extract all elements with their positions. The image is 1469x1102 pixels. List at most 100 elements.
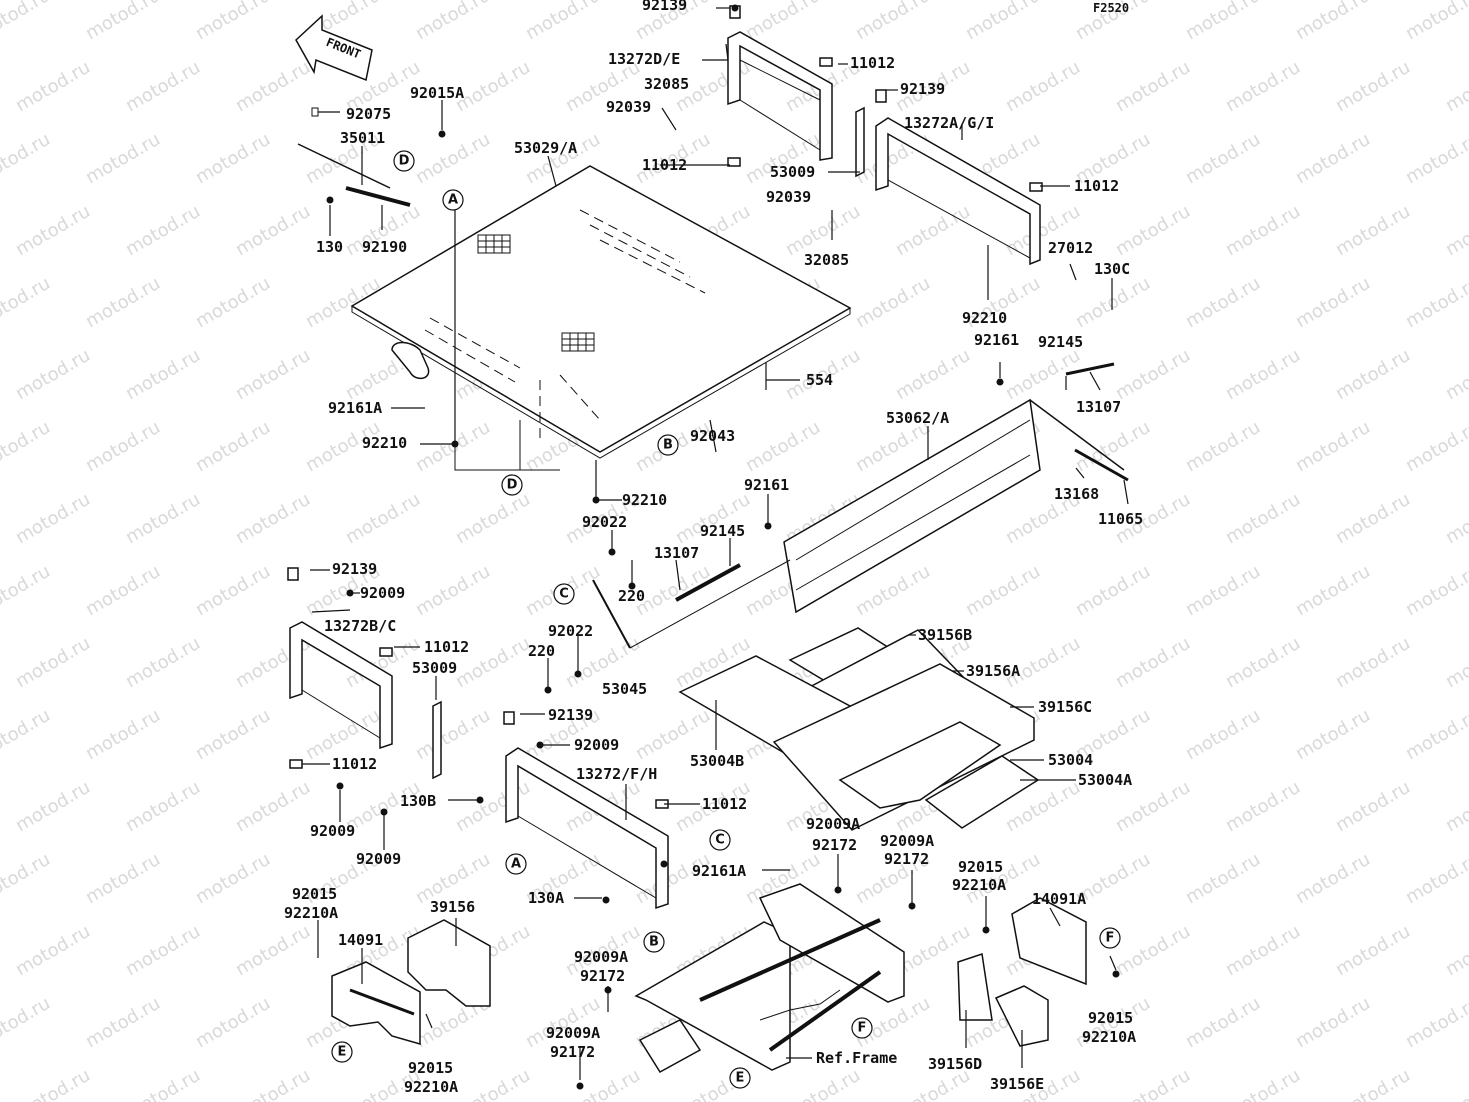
watermark-text: motod.ru [82,129,164,188]
watermark-text: motod.ru [0,273,54,332]
fastener-dot [982,926,990,934]
part-label-p130: 130 [316,238,343,256]
part-label-p39156b: 39156B [918,626,972,644]
ref-marker-letter: F [1106,931,1115,946]
part-label-p92022a: 92022 [582,513,627,531]
watermark-text: motod.ru [122,921,204,980]
part-label-p13107b: 13107 [654,544,699,562]
watermark-text: motod.ru [1402,993,1469,1052]
fastener-dot [731,4,739,12]
part-label-p92015a: 92015A [410,84,464,102]
watermark-text: motod.ru [82,273,164,332]
watermark-text: motod.ru [1332,777,1414,836]
watermark-text: motod.ru [1292,849,1374,908]
fastener-dot [380,808,388,816]
part-label-p92210ad: 92210A [1082,1028,1136,1046]
side-panel-right [855,89,1043,266]
watermark-text: motod.ru [1222,57,1304,116]
part-label-p220a: 220 [618,587,645,605]
watermark-text: motod.ru [0,417,54,476]
part-label-p92172a: 92172 [812,836,857,854]
watermark-text: motod.ru [232,57,314,116]
fastener-dot [608,548,616,556]
watermark-text: motod.ru [892,345,974,404]
watermark-text: motod.ru [1182,705,1264,764]
watermark-text: motod.ru [1112,201,1194,260]
part-label-p39156e: 39156E [990,1075,1044,1093]
fastener-dot [336,782,344,790]
ref-marker-c-icon: C [553,583,575,605]
part-label-p92145b: 92145 [700,522,745,540]
watermark-text: motod.ru [1072,417,1154,476]
part-label-p92043: 92043 [690,427,735,445]
watermark-text: motod.ru [1332,345,1414,404]
part-label-p92172b: 92172 [884,850,929,868]
watermark-text: motod.ru [1332,633,1414,692]
side-panel-left-front [287,567,442,780]
ref-marker-letter: D [399,154,410,169]
watermark-text: motod.ru [1442,345,1469,404]
ref-marker-circle [553,583,575,605]
watermark-text: motod.ru [192,129,274,188]
part-label-p53004: 53004 [1048,751,1093,769]
ref-marker-letter: E [736,1071,745,1086]
watermark-text: motod.ru [82,993,164,1052]
watermark-text: motod.ru [82,849,164,908]
ref-marker-circle [1099,927,1121,949]
part-label-p39156d: 39156D [928,1055,982,1073]
ref-marker-circle [393,150,415,172]
part-label-p130b: 130B [400,792,436,810]
ref-marker-letter: A [448,193,458,208]
watermark-text: motod.ru [12,921,94,980]
fastener-dot [592,496,600,504]
part-label-p92015e: 92015 [1088,1009,1133,1027]
watermark-text: motod.ru [12,345,94,404]
ref-marker-b-icon: B [657,434,679,456]
watermark-text: motod.ru [0,129,54,188]
ref-marker-letter: C [559,587,569,602]
watermark-text: motod.ru [1402,273,1469,332]
watermark-text: motod.ru [192,849,274,908]
part-label-p11012a: 11012 [850,54,895,72]
watermark-text: motod.ru [192,705,274,764]
watermark-text: motod.ru [1442,57,1469,116]
cargo-bed-floor [350,165,852,471]
fastener-dots [326,4,1120,1090]
part-label-p92210ac: 92210A [404,1078,458,1096]
watermark-text: motod.ru [1332,489,1414,548]
part-label-p92009ad: 92009A [546,1024,600,1042]
watermark-text: motod.ru [452,1065,534,1102]
rod-assembly [297,107,411,207]
watermark-text: motod.ru [1182,993,1264,1052]
fastener-dot [576,1082,584,1090]
watermark-text: motod.ru [742,0,824,44]
watermark-text: motod.ru [1292,705,1374,764]
part-label-p92139c: 92139 [332,560,377,578]
part-label-p11012f: 11012 [702,795,747,813]
watermark-text: motod.ru [1442,1065,1469,1102]
watermark-text: motod.ru [1182,417,1264,476]
ref-marker-circle [709,829,731,851]
fastener-dot [326,196,334,204]
leader-lines [302,7,1129,1080]
part-label-p92009aa: 92009A [806,815,860,833]
watermark-text: motod.ru [232,201,314,260]
watermark-text: motod.ru [232,777,314,836]
watermark-text: motod.ru [1112,57,1194,116]
watermark-text: motod.ru [0,561,54,620]
watermark-text: motod.ru [82,705,164,764]
watermark-text: motod.ru [1442,201,1469,260]
ref-marker-letter: C [715,833,725,848]
watermark-text: motod.ru [1292,0,1374,44]
fastener-dot [544,686,552,694]
part-label-p13272agi: 13272A/G/I [904,114,994,132]
part-label-p554: 554 [806,371,833,389]
part-label-p27012: 27012 [1048,239,1093,257]
grid-pattern-2 [561,332,595,352]
part-label-p92210c: 92210 [622,491,667,509]
watermark-text: motod.ru [1332,201,1414,260]
part-label-p92015b: 92015 [292,885,337,903]
